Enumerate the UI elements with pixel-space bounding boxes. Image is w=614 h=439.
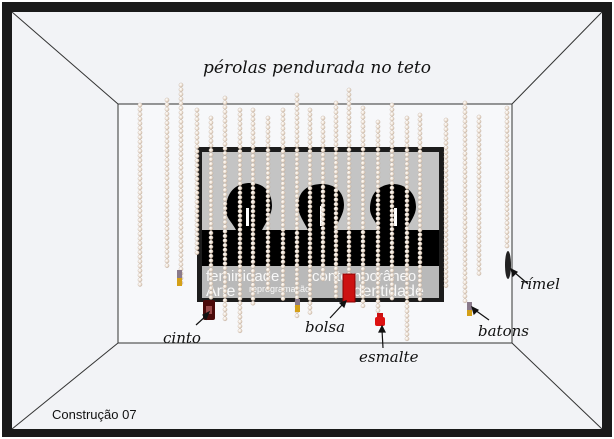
artwork-lower-band <box>202 230 439 266</box>
pearl-strand <box>237 107 243 334</box>
pearl-strand <box>265 115 271 291</box>
pearl-strand <box>443 117 449 288</box>
pearl-strand <box>462 100 468 304</box>
pearl-strand <box>320 115 326 282</box>
pearl-strand <box>164 97 170 268</box>
lipstick-left <box>177 270 182 286</box>
label-batons: batons <box>478 322 529 340</box>
lipstick-right <box>467 302 472 316</box>
pearl-strand <box>222 95 228 322</box>
artwork-word-reprogramacao: reprogramação <box>249 284 310 294</box>
pearl-strand <box>137 102 143 287</box>
caption: Construção 07 <box>52 407 137 422</box>
ceiling-title: pérolas pendurada no teto <box>203 58 431 78</box>
pearl-strand <box>417 112 423 302</box>
pearl-strand <box>333 100 339 299</box>
pearl-strand <box>389 102 395 301</box>
pearl-strand <box>280 107 286 301</box>
label-arrows <box>195 267 529 349</box>
pearl-strand <box>250 107 256 306</box>
pearl-strand <box>476 114 482 276</box>
artwork-word-arte: Arte <box>206 283 235 300</box>
pearl-strand <box>294 92 300 319</box>
label-bolsa: bolsa <box>305 318 345 336</box>
pearl-strand <box>404 115 410 342</box>
label-cinto: cinto <box>163 329 201 347</box>
lipstick-center <box>295 299 300 312</box>
mascara-object <box>505 251 511 279</box>
pearl-strand <box>178 82 184 286</box>
pearl-strand <box>375 119 381 313</box>
perspective-lines <box>11 11 603 430</box>
pearl-strand <box>360 105 366 309</box>
handbag-object <box>342 273 356 303</box>
pearl-strand <box>504 105 510 249</box>
label-rimel: rímel <box>520 275 560 293</box>
pearl-strand <box>346 87 352 286</box>
pearl-strand <box>194 107 200 255</box>
nail-polish-object <box>375 313 385 326</box>
pearl-strings <box>137 82 510 342</box>
pearl-strand <box>208 115 214 300</box>
label-esmalte: esmalte <box>359 348 419 366</box>
pearl-strand <box>307 107 313 315</box>
